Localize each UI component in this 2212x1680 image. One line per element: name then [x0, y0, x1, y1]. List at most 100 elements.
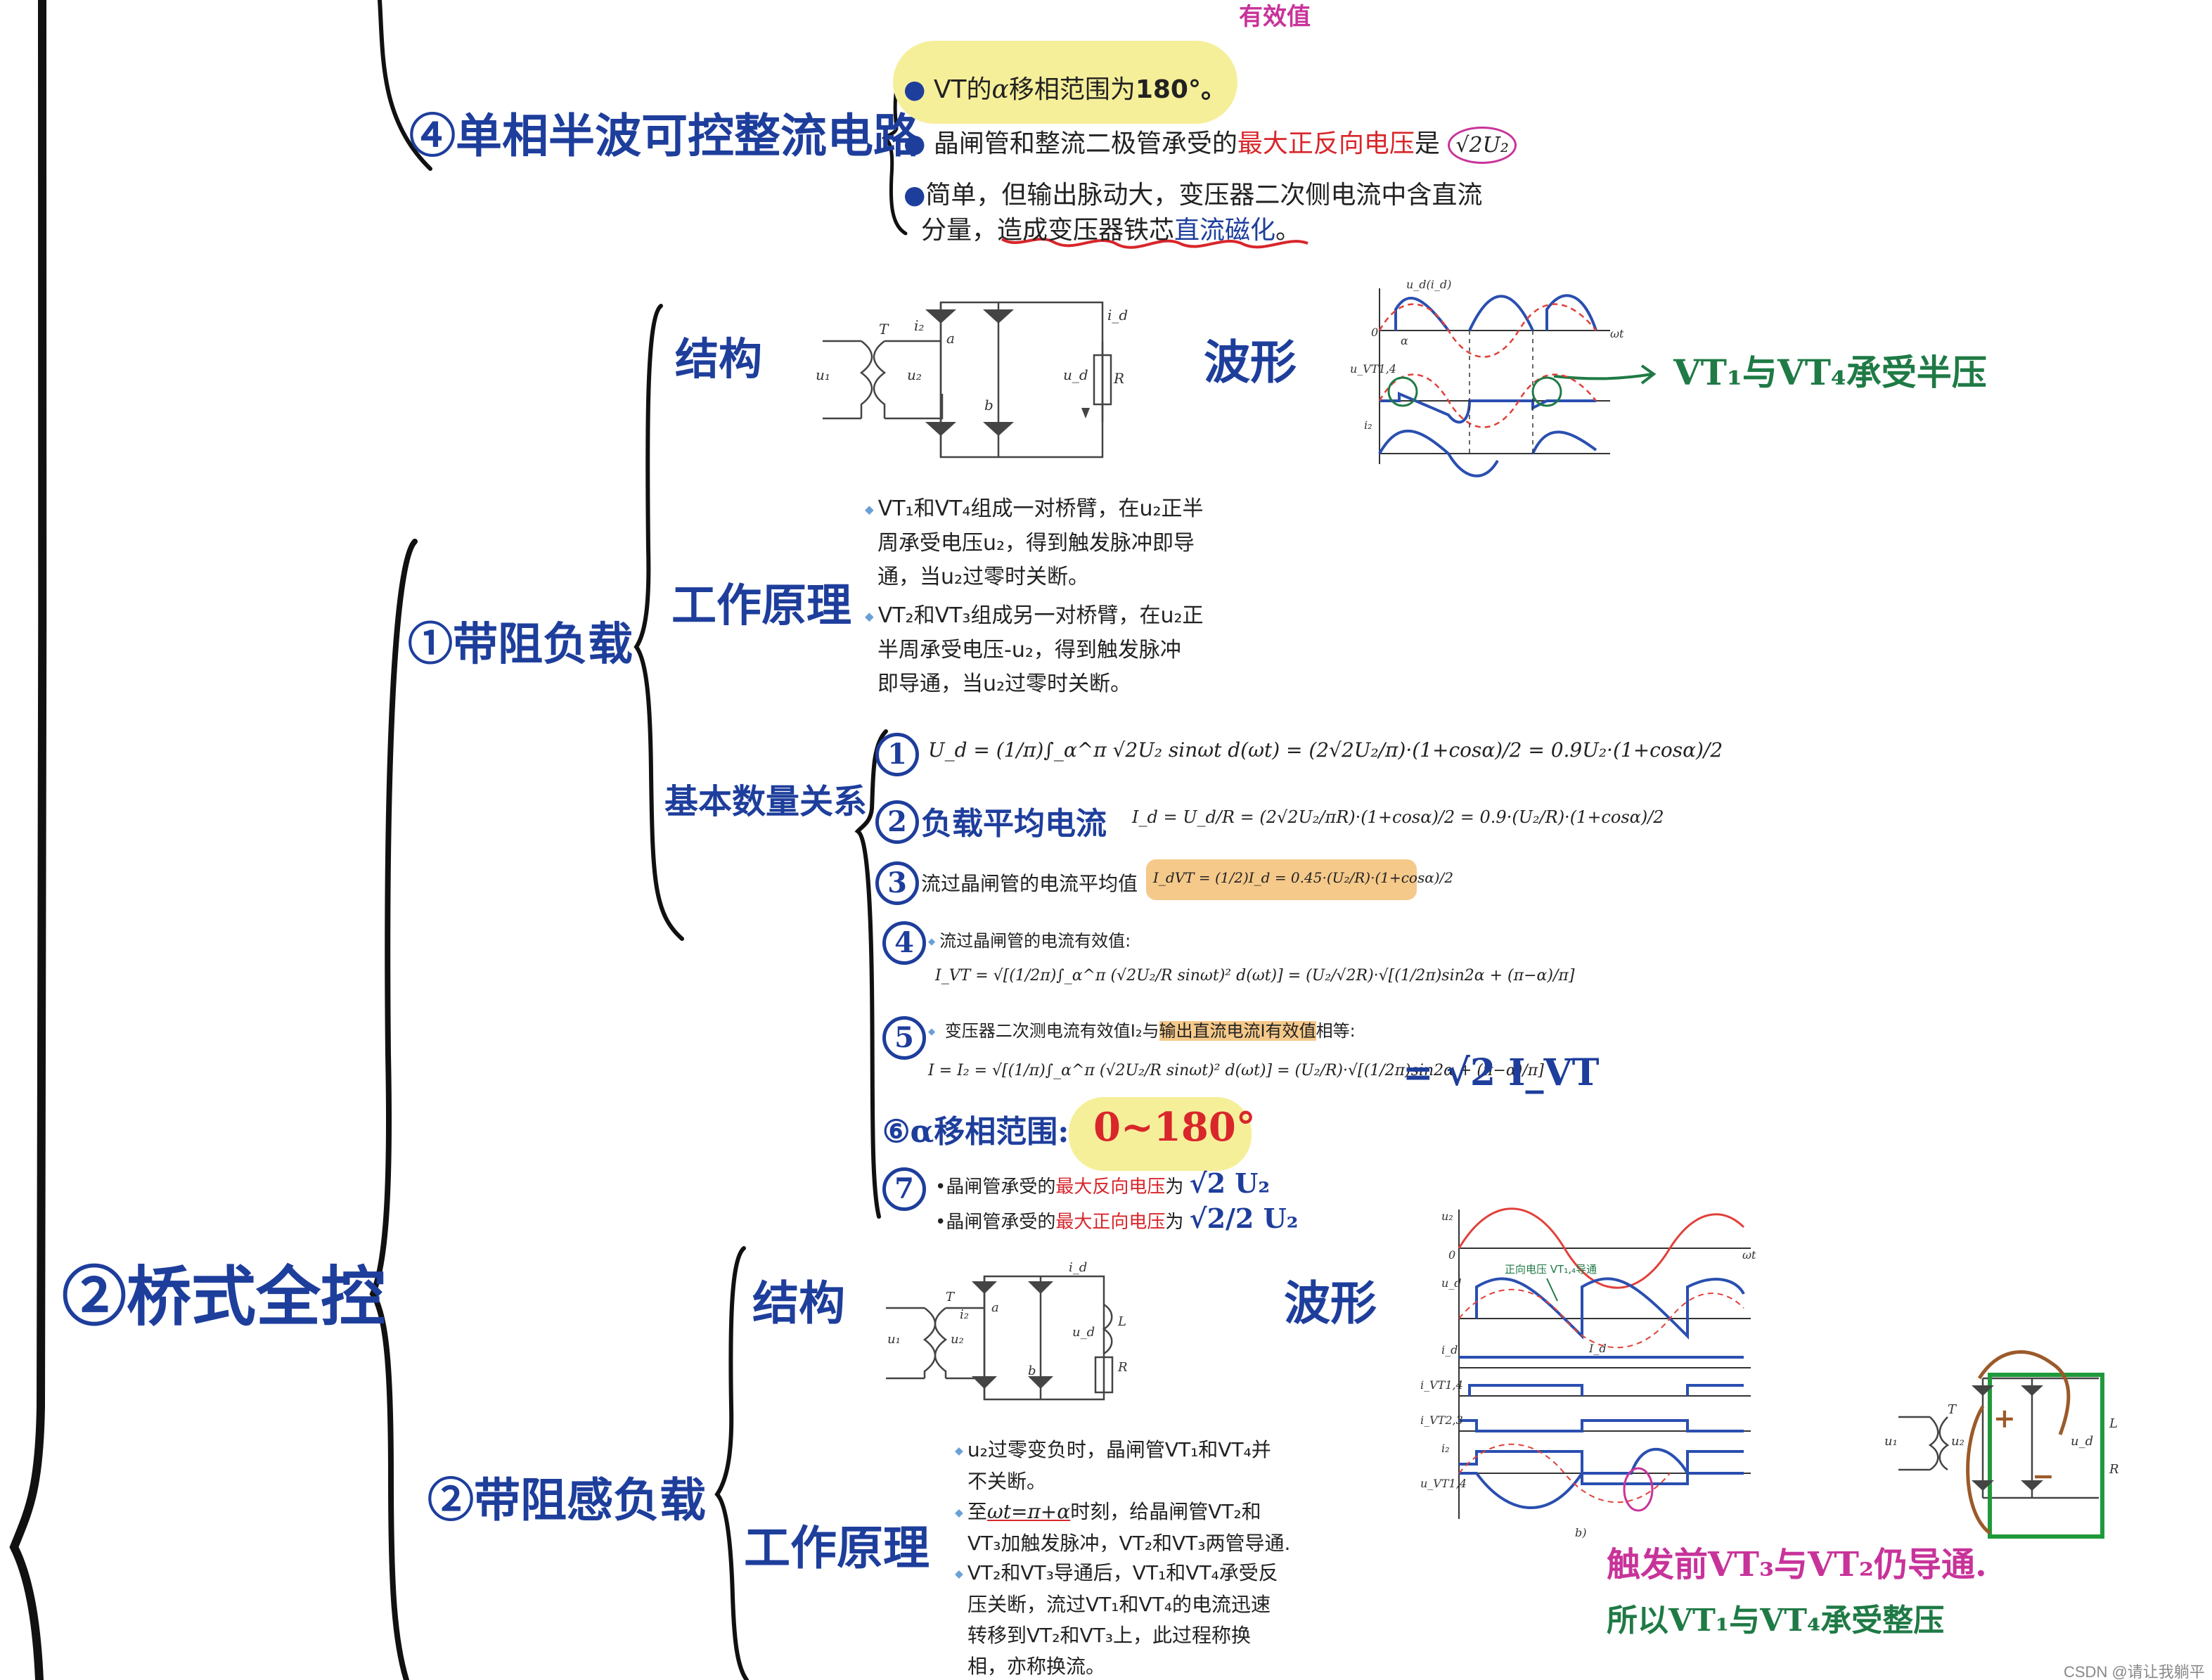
quantity-number-2: 2	[875, 800, 919, 844]
inductive-title: ②带阻感负载	[427, 1473, 706, 1527]
wave-origin-label: 0	[1371, 326, 1378, 339]
quantity-3-highlight	[1146, 859, 1417, 900]
wave-wt-label: ωt	[1610, 327, 1624, 340]
ind-circuit-id-label: i_d	[1069, 1260, 1087, 1275]
inductive-principle-3: VT₂和VT₃导通后，VT₁和VT₄承受反 压关断，流过VT₁和VT₄的电流迅速…	[955, 1558, 1278, 1680]
circuit-a-label: a	[946, 330, 955, 347]
branch4-bullet1: ● VT的α移相范围为180°。	[904, 75, 1226, 104]
ind-wave-id-label: i_d	[1441, 1343, 1458, 1357]
branch4-title: ④单相半波可控整流电路	[409, 108, 920, 163]
quantity-number-1: 1	[875, 733, 919, 776]
resistive-principle-1: VT₁和VT₄组成一对桥臂，在u₂正半 周承受电压u₂，得到触发脉冲即导 通，当…	[865, 492, 1204, 594]
mini-u1-label: u₁	[1884, 1434, 1898, 1449]
ind-wave-u2-label: u₂	[1441, 1210, 1453, 1223]
quantity-3-formula: I_dVT = (1/2)I_d = 0.45·(U₂/R)·(1+cosα)/…	[1153, 869, 1454, 886]
top-note: 有效值	[1239, 3, 1311, 31]
circuit-T-label: T	[879, 321, 889, 338]
mini-u2-label: u₂	[1951, 1434, 1965, 1449]
ind-circuit-R-label: R	[1117, 1360, 1128, 1375]
quantity-number-4: 4	[882, 921, 926, 965]
bridge-title: ②桥式全控	[62, 1259, 386, 1335]
wave-i2-label: i₂	[1364, 418, 1372, 432]
ind-wave-origin-label: 0	[1448, 1248, 1455, 1262]
quantity-7-line2: •晶闸管承受的最大正向电压为 √2/2 U₂	[935, 1203, 1299, 1234]
mini-R-label: R	[2109, 1462, 2119, 1477]
inductive-principle-1: u₂过零变负时，晶闸管VT₁和VT₄并 不关断。	[955, 1435, 1271, 1497]
resistive-waveform-label: 波形	[1204, 335, 1297, 390]
ind-circuit-a-label: a	[991, 1300, 999, 1315]
ind-wave-uvt-label: u_VT1,4	[1420, 1477, 1467, 1490]
circuit-ud-label: u_d	[1063, 366, 1088, 383]
mini-L-label: L	[2109, 1416, 2118, 1431]
phase-range-highlight	[1069, 1097, 1252, 1171]
ind-wave-ud-label: u_d	[1441, 1276, 1462, 1290]
ind-wave-wt-label: ωt	[1742, 1248, 1756, 1262]
quantity-2-formula: I_d = U_d/R = (2√2U₂/πR)·(1+cosα)/2 = 0.…	[1132, 807, 1664, 827]
mini-T-label: T	[1948, 1402, 1957, 1417]
resistive-structure-label: 结构	[675, 333, 763, 385]
branch4-bullet2: ● 晶闸管和整流二极管承受的最大正反向电压是 √2U₂	[904, 123, 1517, 164]
quantity-number-3: 3	[875, 861, 919, 905]
quantity-6-value: 0~180°	[1093, 1104, 1256, 1150]
wave-alpha-label: α	[1401, 334, 1408, 347]
inductive-note-green: 所以VT₁与VT₄承受整压	[1607, 1603, 1945, 1639]
resistive-principle-label: 工作原理	[671, 579, 851, 632]
inductive-note-pink: 触发前VT₃与VT₂仍导通.	[1607, 1545, 1987, 1584]
wave-ud-label: u_d(i_d)	[1406, 278, 1451, 291]
branch4-bullet3-line1: ●简单，但输出脉动大，变压器二次侧电流中含直流	[904, 181, 1483, 210]
branch4-bullet3-line2: 分量，造成变压器铁芯直流磁化。	[921, 216, 1301, 245]
highlight-180	[893, 41, 1237, 124]
inductive-structure-label: 结构	[752, 1276, 845, 1330]
resistive-title: ①带阻负载	[408, 618, 633, 671]
quantities-label: 基本数量关系	[664, 782, 868, 821]
wave-uvt-label: u_VT1,4	[1350, 362, 1396, 376]
circuit-id-label: i_d	[1107, 307, 1128, 323]
resistive-principle-2: VT₂和VT₃组成另一对桥臂，在u₂正 半周承受电压-u₂，得到触发脉冲 即导通…	[865, 599, 1204, 701]
ind-wave-ivt14-label: i_VT1,4	[1420, 1378, 1463, 1392]
quantity-4-label: 流过晶闸管的电流有效值:	[928, 927, 1131, 951]
ind-circuit-i2-label: i₂	[960, 1307, 969, 1322]
ind-circuit-b-label: b	[1028, 1364, 1036, 1378]
quantity-4-formula: I_VT = √[(1/2π)∫_α^π (√2U₂/R sinωt)² d(ω…	[935, 967, 1575, 985]
circuit-u2-label: u₂	[907, 366, 922, 383]
circuit-i2-label: i₂	[914, 317, 924, 334]
quantity-number-5: 5	[882, 1016, 926, 1060]
quantity-5-handwritten: = √2 I_VT	[1403, 1051, 1600, 1094]
watermark: CSDN @请让我躺平	[2064, 1663, 2205, 1680]
ind-circuit-T-label: T	[946, 1290, 956, 1304]
circuit-u1-label: u₁	[816, 366, 830, 383]
quantity-5-label: 变压器二次测电流有效值I₂与输出直流电流I有效值相等:	[928, 1017, 1356, 1041]
mini-ud-label: u_d	[2071, 1434, 2093, 1449]
mini-minus-sign: −	[2032, 1460, 2055, 1492]
quantity-number-7: 7	[882, 1167, 926, 1211]
ind-wave-Id-label: I_d	[1588, 1342, 1607, 1355]
quantity-1-formula: U_d = (1/π)∫_α^π √2U₂ sinωt d(ωt) = (2√2…	[928, 738, 1723, 762]
resistive-wave-note: VT₁与VT₄承受半压	[1673, 352, 1987, 393]
circuit-R-label: R	[1113, 370, 1124, 387]
ind-wave-b-label: b)	[1575, 1526, 1586, 1539]
ind-circuit-u1-label: u₁	[887, 1332, 901, 1347]
quantity-5-formula: I = I₂ = √[(1/π)∫_α^π (√2U₂/R sinωt)² d(…	[928, 1062, 1544, 1079]
ind-circuit-u2-label: u₂	[951, 1332, 964, 1347]
inductive-waveform-label: 波形	[1284, 1276, 1377, 1330]
max-voltage-formula: √2U₂	[1448, 127, 1517, 164]
ind-circuit-ud-label: u_d	[1072, 1325, 1095, 1340]
inductive-principle-label: 工作原理	[744, 1520, 930, 1575]
ind-wave-ivt23-label: i_VT2,3	[1420, 1413, 1463, 1427]
ind-wave-small-note: 正向电压 VT₁,₄导通	[1505, 1263, 1597, 1276]
ind-wave-i2-label: i₂	[1441, 1442, 1450, 1455]
ind-circuit-L-label: L	[1117, 1314, 1126, 1329]
mini-plus-sign: +	[1993, 1402, 2016, 1434]
quantity-7-line1: •晶闸管承受的最大反向电压为 √2 U₂	[935, 1167, 1271, 1199]
quantity-6-label: ⑥α移相范围:	[882, 1114, 1069, 1150]
inductive-principle-2: 至ωt=π+α时刻，给晶闸管VT₂和 VT₃加触发脉冲，VT₂和VT₃两管导通.	[955, 1496, 1291, 1559]
circuit-b-label: b	[984, 397, 994, 413]
quantity-3-label: 流过晶闸管的电流平均值	[921, 872, 1138, 895]
